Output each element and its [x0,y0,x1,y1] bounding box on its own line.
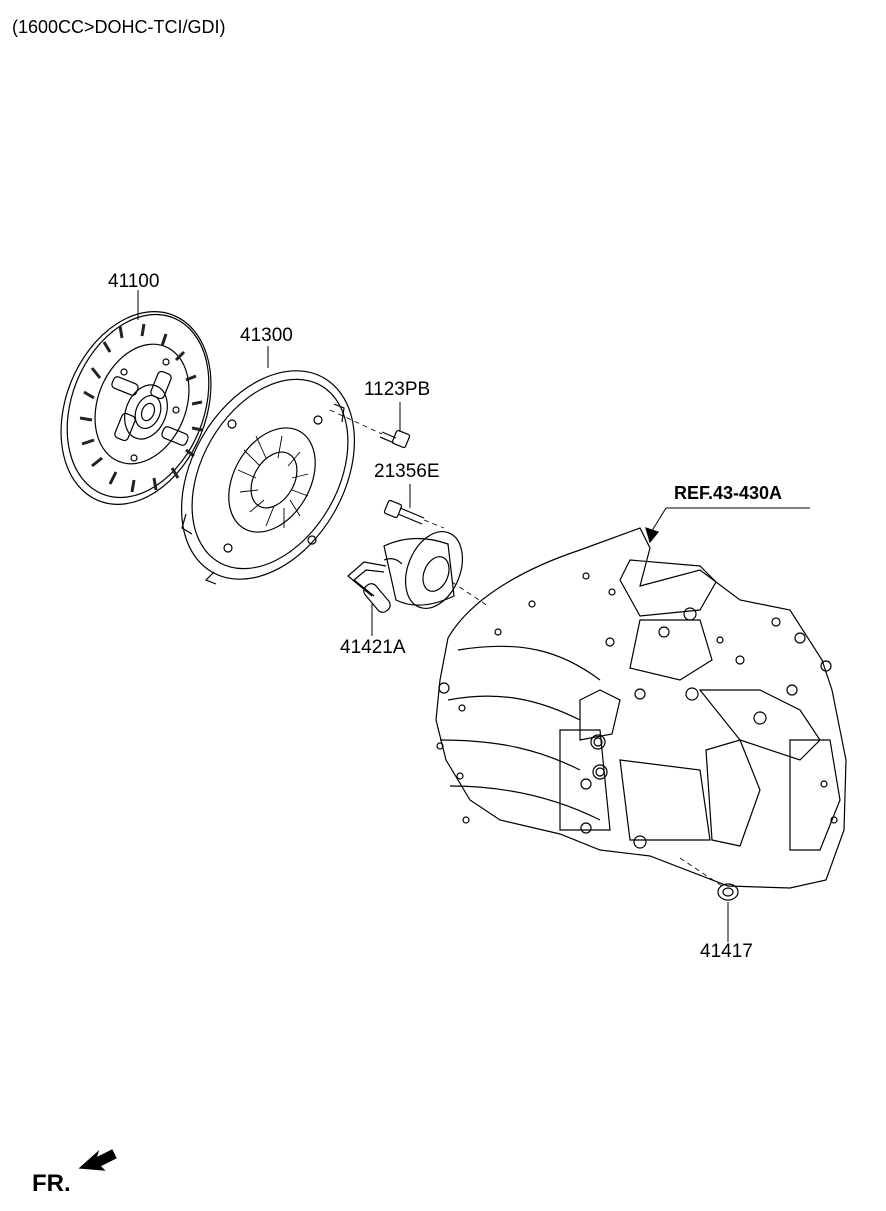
part-label-clutch-disc: 41100 [108,271,160,292]
reference-arrowhead [646,528,658,542]
bolt-1123pb [380,430,410,448]
transaxle-housing [436,528,846,888]
part-label-plug-41417: 41417 [700,941,753,962]
clutch-disc [34,289,239,527]
part-label-release-bearing: 41421A [340,637,406,658]
release-bearing [348,523,473,617]
leader-lines [138,290,810,942]
drain-plug-41417 [718,884,738,900]
front-direction-label: FR. [32,1170,71,1197]
front-direction-arrow [80,1150,116,1170]
reference-label: REF.43-430A [674,483,783,503]
clutch-cover [146,340,390,610]
part-label-clutch-cover: 41300 [240,325,293,346]
engine-spec-header: (1600CC>DOHC-TCI/GDI) [12,17,226,37]
bolt-21356e [384,500,424,524]
assembly-dashed-lines [330,410,722,886]
part-label-bolt-1123pb: 1123PB [364,379,431,400]
part-label-bolt-21356e: 21356E [374,461,440,482]
